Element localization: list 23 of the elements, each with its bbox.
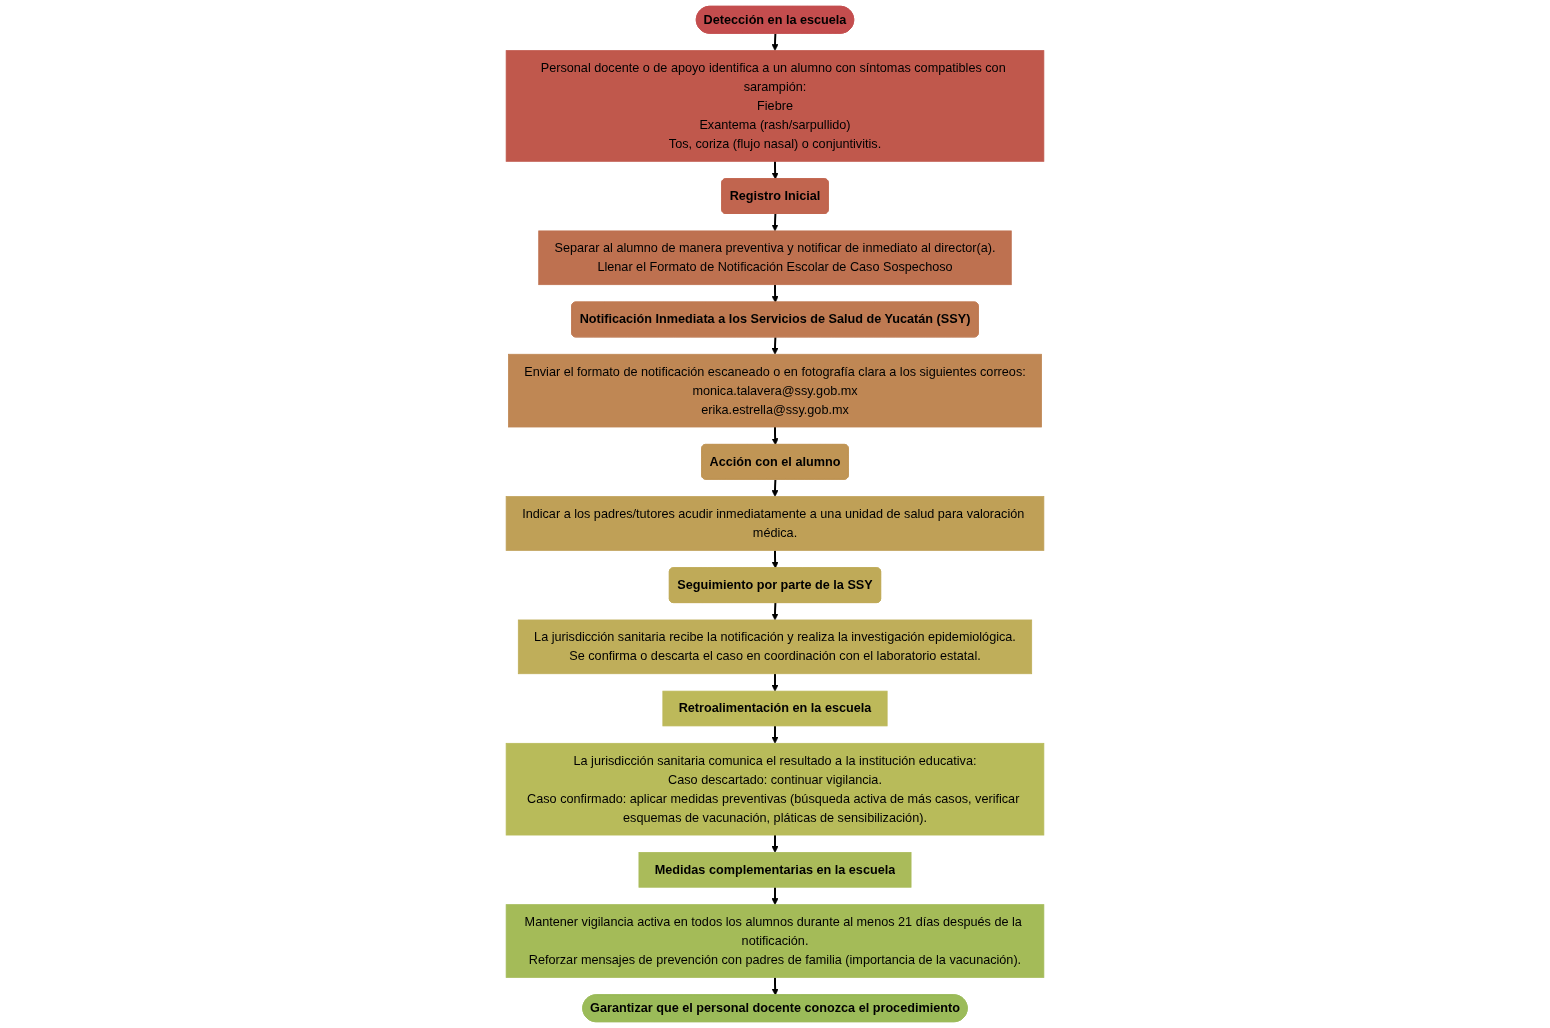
node-box: Mantener vigilancia activa en todos los alumnos durante al menos 21 días después de la notificación. Reforzar mensajes de prevención con padres de familia (importancia de la vacunación). [505, 904, 1045, 978]
node-box: Indicar a los padres/tutores acudir inmediatamente a una unidad de salud para valoración médica. [505, 496, 1045, 551]
arrow [771, 160, 779, 180]
node-box: Separar al alumno de manera preventiva y notificar de inmediato al director(a). Llenar el Formato de Notificación Escolar de Caso Sospechoso [538, 230, 1012, 286]
node-box: Personal docente o de apoyo identifica a un alumno con síntomas compatibles con sarampión: Fiebre Exantema (rash/sarpullido) Tos, coriza (flujo nasal) o conjuntivitis. [505, 50, 1045, 162]
node-box: Medidas complementarias en la escuela [638, 852, 912, 888]
arrow [771, 426, 779, 446]
arrow [771, 724, 779, 744]
node-box: La jurisdicción sanitaria recibe la notificación y realiza la investigación epidemiológica. Se confirma o descarta el caso en coordinación con el laboratorio estatal. [517, 619, 1033, 675]
arrow [771, 886, 779, 905]
arrow [771, 32, 779, 51]
arrow [771, 336, 779, 355]
arrow [771, 283, 779, 303]
arrow [771, 976, 779, 996]
node-box: La jurisdicción sanitaria comunica el resultado a la institución educativa: Caso descartado: continuar vigilancia. Caso confirmado: aplicar medidas preventivas (búsqueda activa de más casos, verificar esquemas de vacunación, pláticas de sensibilización). [505, 742, 1045, 836]
arrow [771, 212, 779, 232]
arrow [771, 549, 779, 569]
arrow [771, 672, 779, 692]
arrow [771, 478, 779, 497]
node-box: Retroalimentación en la escuela [662, 690, 888, 727]
arrow [771, 601, 779, 621]
arrow [771, 834, 779, 853]
node-box: Enviar el formato de notificación escaneado o en fotografía clara a los siguientes correos: monica.talavera@ssy.gob.mx erika.estrella@ssy.gob.mx [508, 353, 1042, 428]
